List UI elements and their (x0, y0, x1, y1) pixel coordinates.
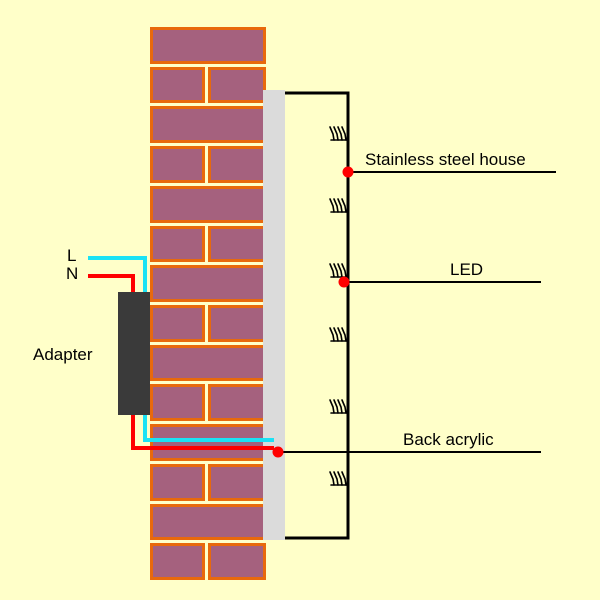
brick (208, 225, 266, 263)
brick (150, 27, 266, 64)
brick (150, 185, 266, 223)
brick (150, 543, 205, 581)
wire-live-l (88, 256, 274, 442)
wire-neutral-n (88, 274, 274, 450)
brick (150, 265, 266, 303)
brick (150, 384, 205, 422)
brick (150, 305, 205, 342)
stainless-house-label: Stainless steel house (365, 150, 526, 169)
brick (150, 225, 205, 263)
brick-course (150, 503, 266, 541)
led-symbol (329, 198, 349, 213)
brick (208, 66, 266, 104)
brick (208, 146, 266, 183)
brick-course (150, 185, 266, 223)
adapter-label: Adapter (33, 345, 93, 364)
stainless-housing-outline (285, 91, 350, 540)
led-symbol (329, 327, 349, 342)
brick-wall (150, 27, 266, 581)
acrylic-pointer-dot (272, 446, 284, 458)
brick (150, 503, 266, 541)
brick-course (150, 344, 266, 382)
adapter-box (118, 292, 150, 415)
brick-course (150, 543, 266, 581)
brick (150, 424, 266, 461)
brick (150, 146, 205, 183)
brick (150, 66, 205, 104)
acrylic-panel (263, 90, 285, 540)
led-pointer-dot (338, 276, 350, 288)
brick-course (150, 265, 266, 303)
stainless-pointer-dot (342, 166, 354, 178)
wire-label-n: N (66, 264, 79, 283)
led-symbol (329, 399, 349, 414)
wire-label-l: L (67, 246, 77, 265)
brick-course (150, 27, 266, 64)
brick (150, 344, 266, 382)
led-symbol (329, 263, 349, 278)
brick-course (150, 305, 266, 342)
led-symbol (329, 126, 349, 141)
brick (150, 463, 205, 501)
brick-course (150, 225, 266, 263)
led-label: LED (450, 260, 484, 279)
brick-course (150, 424, 266, 461)
brick (208, 543, 266, 581)
back-acrylic-label: Back acrylic (403, 430, 494, 449)
led-symbol (329, 471, 349, 486)
brick (208, 305, 266, 342)
brick-course (150, 146, 266, 183)
brick-course (150, 66, 266, 104)
